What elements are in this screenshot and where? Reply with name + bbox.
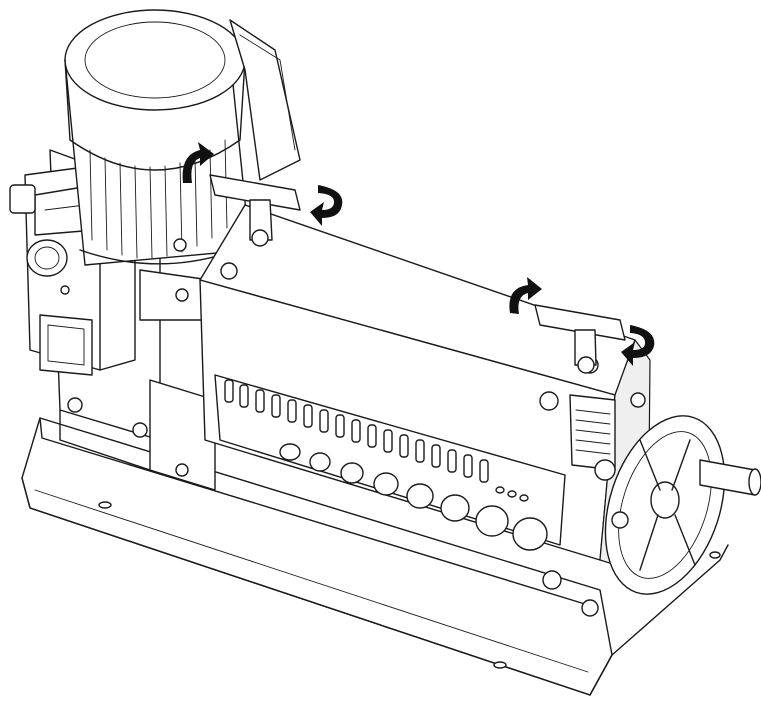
frame-bolt	[67, 397, 83, 413]
motor-mount-flange	[139, 269, 211, 321]
hand-wheel	[594, 415, 761, 595]
cover-bolt	[220, 262, 238, 280]
frame-bolt	[175, 463, 189, 477]
rotation-arrow-rear-right-handle-top	[509, 277, 542, 314]
base-plate	[21, 417, 729, 696]
cable-gland-left	[9, 184, 36, 214]
wheel-hub	[650, 481, 680, 519]
switch-knob	[26, 239, 68, 277]
cover-bolt	[539, 391, 559, 411]
motor-bolt	[175, 288, 189, 302]
frame-bolt	[132, 422, 148, 438]
rotation-arrow-front-left-handle-top	[182, 142, 214, 183]
tension-handle-front	[209, 174, 301, 247]
switch-button-panel	[39, 314, 93, 376]
cable-guide-strip	[214, 374, 566, 551]
round-hole-row	[279, 443, 548, 551]
housing-bolt	[542, 570, 562, 590]
base-mount-hole	[493, 661, 507, 669]
base-mount-hole	[98, 501, 112, 509]
support-block	[149, 379, 216, 491]
motor-end-cap	[64, 9, 246, 111]
motor-bolt	[173, 238, 187, 252]
housing-bolt	[581, 599, 599, 617]
motor-terminal-box	[229, 19, 301, 181]
rotation-arrow-rear-right-handle-end	[621, 325, 655, 366]
base-mount-hole	[709, 551, 721, 559]
slot-row	[224, 379, 489, 483]
electric-motor	[64, 9, 301, 321]
rotation-arrow-front-left-handle-end	[310, 185, 343, 226]
tension-handle-rear	[534, 304, 626, 374]
